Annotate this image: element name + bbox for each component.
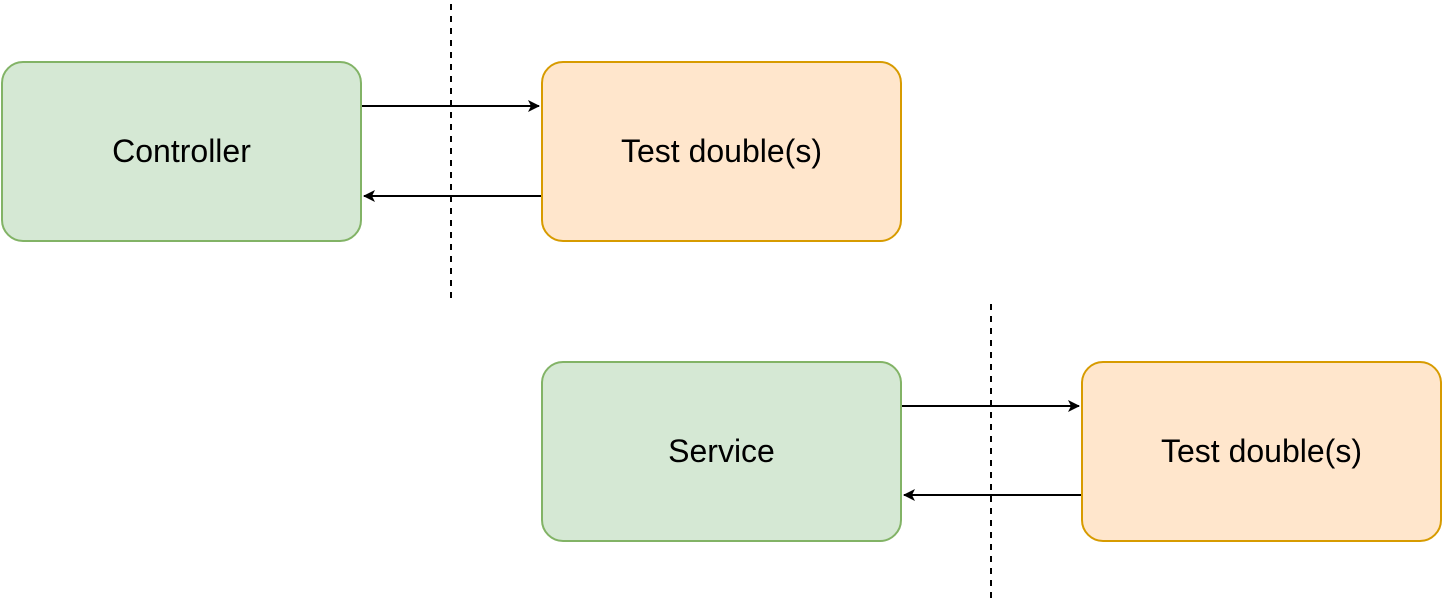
controller-node[interactable]: Controller bbox=[1, 61, 362, 242]
service-node[interactable]: Service bbox=[541, 361, 902, 542]
controller-test-double-node[interactable]: Test double(s) bbox=[541, 61, 902, 242]
controller-test-double-label: Test double(s) bbox=[621, 133, 822, 169]
controller-node-label: Controller bbox=[112, 133, 251, 169]
service-node-label: Service bbox=[668, 433, 775, 469]
service-test-double-label: Test double(s) bbox=[1161, 433, 1362, 469]
service-test-double-node[interactable]: Test double(s) bbox=[1081, 361, 1442, 542]
